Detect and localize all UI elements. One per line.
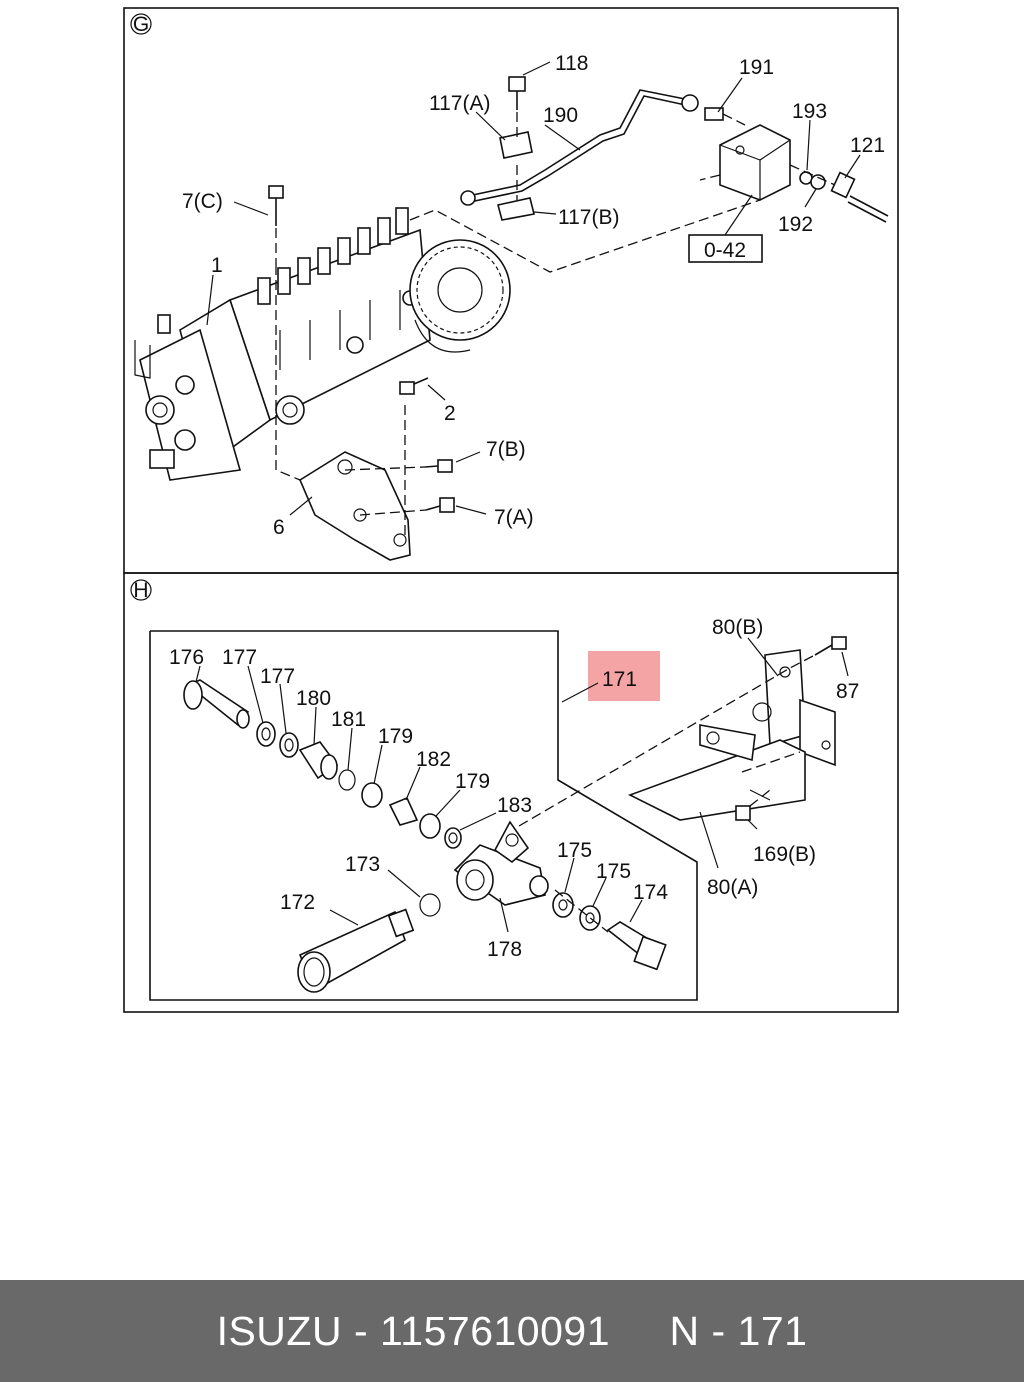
callout-label: 191 bbox=[739, 56, 774, 79]
callout-label: 169(B) bbox=[753, 843, 816, 866]
fuel-filter-parts-drawing bbox=[183, 667, 791, 993]
callout-label: 179 bbox=[455, 770, 490, 793]
callout-label: 192 bbox=[778, 213, 813, 236]
footer-separator: - bbox=[353, 1307, 369, 1354]
callout-label: 121 bbox=[850, 134, 885, 157]
section-g-callouts: 118 117(A) 190 191 193 121 7(C) 117(B) 1… bbox=[182, 52, 885, 539]
footer-brand: ISUZU bbox=[216, 1307, 343, 1354]
callout-label: 173 bbox=[345, 853, 380, 876]
callout-label: 7(B) bbox=[486, 438, 526, 461]
callout-label: 6 bbox=[273, 516, 285, 539]
callout-label: 178 bbox=[487, 938, 522, 961]
assembly-outline bbox=[149, 630, 698, 1001]
callout-label: 117(A) bbox=[429, 92, 490, 115]
overflow-pipe-drawing: 0-42 bbox=[460, 76, 889, 263]
highlighted-callout-label: 171 bbox=[602, 668, 637, 691]
callout-label: 87 bbox=[836, 680, 859, 703]
callout-label: 117(B) bbox=[558, 206, 619, 229]
callout-label: 181 bbox=[331, 708, 366, 731]
section-h-panel: H bbox=[123, 572, 899, 1013]
callout-label: 118 bbox=[555, 52, 588, 75]
section-g-panel: G bbox=[123, 7, 899, 574]
callout-label: 7(A) bbox=[494, 506, 534, 529]
callout-label: 183 bbox=[497, 794, 532, 817]
section-g-letter: G bbox=[133, 13, 149, 36]
callout-label: 190 bbox=[543, 104, 578, 127]
callout-label: 1 bbox=[211, 254, 223, 277]
section-h-marker bbox=[130, 579, 152, 601]
callout-label: 7(C) bbox=[182, 190, 223, 213]
reference-box-label: 0-42 bbox=[704, 239, 746, 262]
callout-label: 177 bbox=[222, 646, 257, 669]
callout-label: 174 bbox=[633, 881, 668, 904]
callout-label: 80(B) bbox=[712, 616, 763, 639]
callout-label: 182 bbox=[416, 748, 451, 771]
callout-label: 179 bbox=[378, 725, 413, 748]
parts-diagram: G bbox=[123, 7, 899, 1013]
callout-label: 180 bbox=[296, 687, 331, 710]
section-h-letter: H bbox=[133, 579, 148, 602]
injection-pump-drawing bbox=[134, 185, 761, 561]
callout-label: 172 bbox=[280, 891, 315, 914]
callout-label: 2 bbox=[444, 402, 456, 425]
bracket-drawing bbox=[627, 636, 847, 821]
footer-part-number: 1157610091 bbox=[380, 1307, 611, 1354]
callout-label: 177 bbox=[260, 665, 295, 688]
callout-label: 193 bbox=[792, 100, 827, 123]
callout-label: 175 bbox=[557, 839, 592, 862]
section-h-callouts: 80(B) 87 176 177 177 180 181 179 182 179… bbox=[169, 616, 859, 961]
highlighted-callout-box bbox=[588, 651, 660, 701]
callout-label: 80(A) bbox=[707, 876, 758, 899]
callout-label: 176 bbox=[169, 646, 204, 669]
footer-diagram-ref: N - 171 bbox=[669, 1307, 808, 1354]
section-g-marker bbox=[130, 13, 152, 35]
footer-banner: ISUZU - 1157610091 N - 171 bbox=[0, 1280, 1024, 1382]
callout-label: 175 bbox=[596, 860, 631, 883]
